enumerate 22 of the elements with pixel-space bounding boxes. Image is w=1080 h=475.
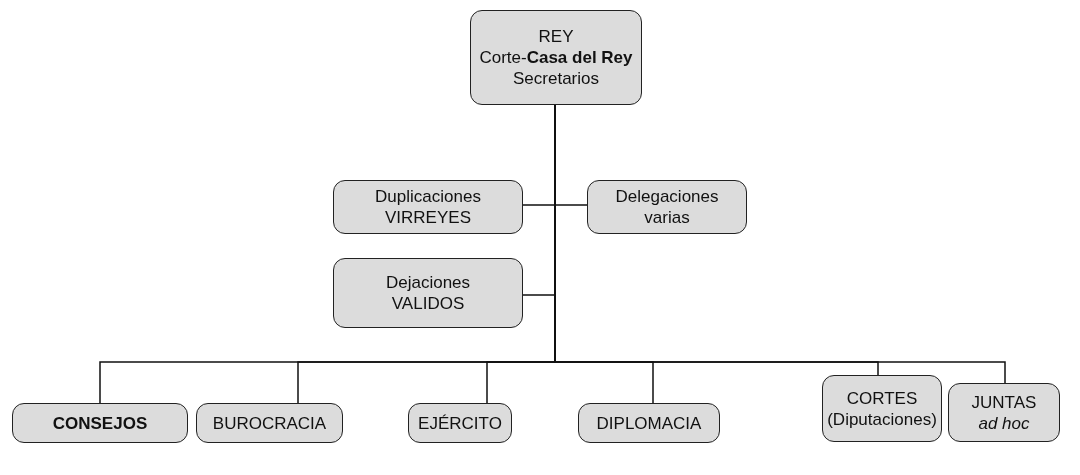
rounded-box <box>578 403 720 443</box>
rounded-box <box>12 403 188 443</box>
node-label: Corte-Casa del Rey <box>479 47 633 68</box>
node-label: Secretarios <box>513 68 599 89</box>
node-label: Delegaciones varias <box>614 186 720 228</box>
node-label: EJÉRCITO <box>418 412 502 434</box>
rounded-box <box>822 375 942 442</box>
node-label: Duplicaciones VIRREYES <box>374 186 482 228</box>
node-label: CORTES (Diputaciones) <box>827 387 937 430</box>
node-label: DIPLOMACIA <box>596 412 702 434</box>
node-label: BUROCRACIA <box>212 412 327 434</box>
rounded-box <box>470 10 642 105</box>
node-label: CONSEJOS <box>52 412 148 434</box>
rounded-box <box>333 180 523 234</box>
node-label: REY <box>538 26 574 47</box>
node-label: Dejaciones VALIDOS <box>384 272 472 314</box>
rounded-box <box>587 180 747 234</box>
rounded-box <box>196 403 343 443</box>
rounded-box <box>408 403 512 443</box>
node-label: JUNTAS ad hoc <box>970 391 1038 434</box>
rounded-box <box>948 383 1060 442</box>
rounded-box <box>333 258 523 328</box>
